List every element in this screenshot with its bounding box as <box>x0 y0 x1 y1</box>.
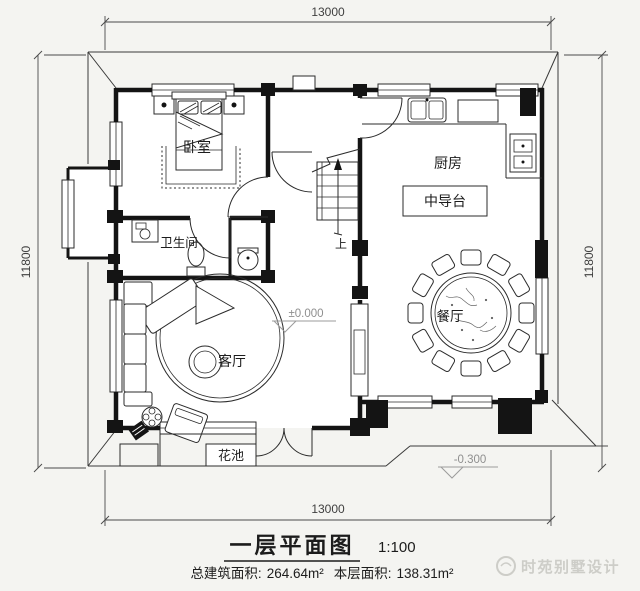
total-area-value: 264.64m² <box>267 566 325 581</box>
stair-break-line <box>311 148 361 173</box>
dimension-top: 13000 <box>100 5 556 50</box>
kitchen-fixtures <box>362 97 542 217</box>
dimension-left-value: 11800 <box>19 245 33 278</box>
planter-label-box <box>205 443 257 467</box>
elevation-main-value: ±0.000 <box>288 308 323 320</box>
window-bay-left <box>61 166 116 260</box>
window-dining-bottom-2 <box>451 395 493 409</box>
entrance-double-door <box>255 427 313 457</box>
elevation-porch: -0.300 <box>438 454 498 479</box>
kitchen-label: 厨房 <box>434 155 462 171</box>
title-block: 一层平面图 1:100 总建筑面积: 264.64m² 本层面积: 138.31m² <box>190 533 454 581</box>
kitchen-door <box>359 97 403 139</box>
dimension-top-value: 13000 <box>311 5 345 19</box>
planter <box>119 433 257 467</box>
living-room-furniture <box>123 273 369 443</box>
drawing-scale: 1:100 <box>378 539 416 556</box>
bedroom-furniture <box>153 91 245 189</box>
elevation-porch-value: -0.300 <box>454 454 487 466</box>
window-kitchen-top-1 <box>377 83 431 97</box>
tv-cabinet <box>350 303 369 397</box>
dining-chairs <box>407 249 535 377</box>
cooktop <box>509 133 537 173</box>
watermark: 时苑别墅设计 <box>496 556 620 576</box>
corridor-door <box>271 151 313 193</box>
bathroom-label: 卫生间 <box>160 236 198 250</box>
room-labels: 卧室 卫生间 客厅 厨房 中导台 餐厅 花池 上 <box>160 139 466 463</box>
bedroom-label: 卧室 <box>183 139 211 155</box>
sofa <box>123 278 236 407</box>
dining-furniture <box>407 249 535 377</box>
dining-table <box>430 272 512 354</box>
top-wall-flue <box>292 75 316 91</box>
kitchen-sink <box>407 97 447 123</box>
planter-label: 花池 <box>218 448 244 463</box>
elevation-main: ±0.000 <box>272 308 336 333</box>
island-label-box <box>402 185 488 217</box>
dimension-left: 11800 <box>19 50 86 473</box>
dimension-bottom-value: 13000 <box>311 502 345 516</box>
dimension-right-value: 11800 <box>582 245 596 278</box>
stair-up-arrow <box>334 158 342 170</box>
bed-headboard <box>171 91 227 100</box>
washing-machine <box>131 219 159 243</box>
structural-columns <box>107 83 548 436</box>
staircase <box>311 148 361 236</box>
bathroom-door <box>189 217 231 259</box>
armchair <box>164 403 209 443</box>
counter-appliance <box>457 99 499 123</box>
floor-area-label: 本层面积: <box>334 566 392 581</box>
toilet <box>186 241 206 277</box>
dining-room-label: 餐厅 <box>437 309 464 324</box>
window-dining-right <box>535 277 549 355</box>
table-marble-texture <box>442 287 497 342</box>
window-living-left <box>109 299 123 393</box>
floor-area-value: 138.31m² <box>397 566 455 581</box>
dimension-right: 11800 <box>564 50 608 473</box>
drawing-title: 一层平面图 <box>229 533 354 558</box>
bed-pillows <box>177 100 222 115</box>
bathroom-fixtures <box>131 219 259 277</box>
bed-rug <box>161 146 241 189</box>
dimension-bottom: 13000 <box>100 450 556 526</box>
round-rug <box>155 273 285 403</box>
basin <box>237 247 259 271</box>
total-area-label: 总建筑面积: <box>190 566 261 581</box>
floor-lamp <box>128 420 149 441</box>
island-label: 中导台 <box>424 193 466 209</box>
living-room-label: 客厅 <box>218 353 246 369</box>
bedroom-door <box>227 176 269 218</box>
watermark-logo-icon <box>496 556 516 576</box>
bed-blanket-fold <box>175 111 224 149</box>
side-table-plant <box>141 406 163 428</box>
area-summary: 总建筑面积: 264.64m² 本层面积: 138.31m² <box>190 566 454 581</box>
coffee-table <box>188 345 222 379</box>
window-bedroom-left <box>109 121 123 187</box>
stair-direction-label: 上 <box>335 237 347 251</box>
watermark-text: 时苑别墅设计 <box>521 558 620 576</box>
